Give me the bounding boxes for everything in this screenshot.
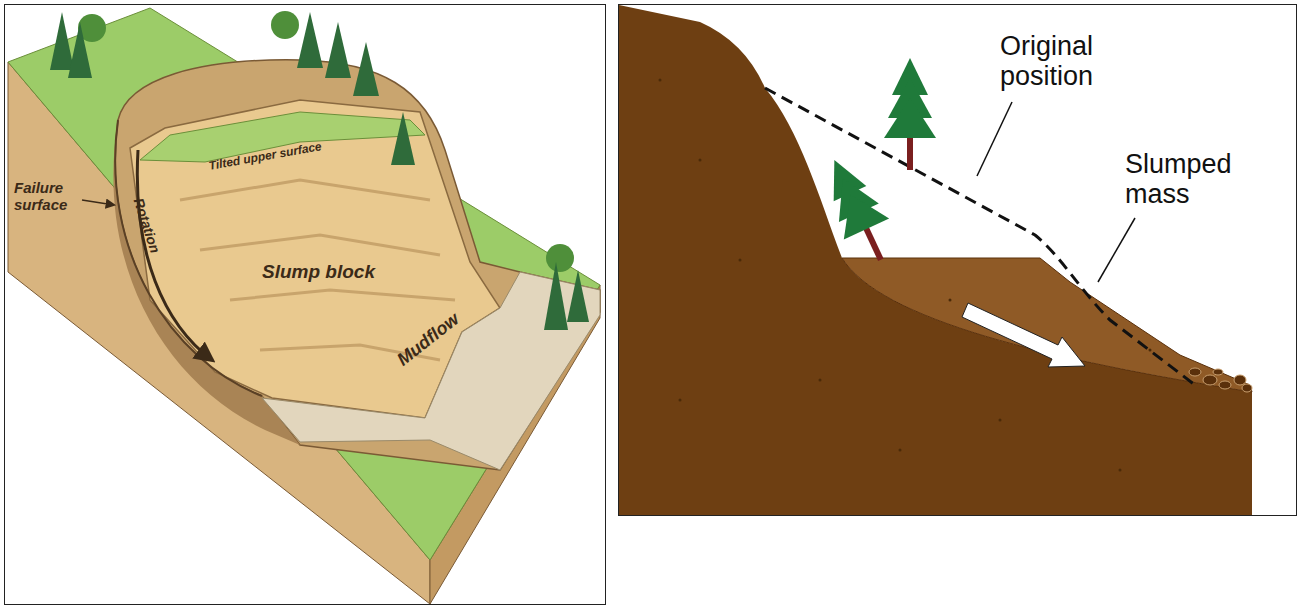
tree: [50, 12, 74, 70]
speckle: [699, 159, 702, 162]
panel-frame: [619, 5, 1297, 516]
speckle: [679, 399, 682, 402]
original-surface-line: [765, 88, 1195, 385]
part-label: Mudflow: [394, 310, 464, 371]
leader-line: [977, 102, 1012, 176]
tree-foliage: [884, 98, 936, 138]
part-label: Slump block: [262, 262, 375, 283]
tree: [68, 22, 92, 78]
slumped-mass: [842, 258, 1252, 392]
tree: [353, 42, 379, 96]
rotation-arrow: [137, 150, 212, 360]
tilted-tree: [812, 150, 904, 271]
leader-line: [82, 200, 114, 205]
speckle: [659, 79, 662, 82]
rocks: [1189, 368, 1252, 392]
rock: [1242, 384, 1252, 392]
part-label: Slumped mass: [1125, 150, 1285, 209]
block-diagram: [5, 5, 606, 605]
speckle: [1149, 349, 1152, 352]
ground-surface: [8, 8, 600, 560]
part-label: Original position: [1000, 32, 1160, 91]
part-label: Failure surface: [14, 180, 84, 213]
tree: [297, 12, 323, 68]
tree: [567, 270, 589, 322]
movement-arrow: [962, 303, 1085, 367]
leader-line: [1098, 218, 1135, 282]
speckle: [999, 419, 1002, 422]
slump-block: [130, 100, 500, 418]
speckle: [949, 299, 952, 302]
rock: [1203, 375, 1217, 385]
slump-cracks: [180, 180, 455, 360]
tree: [546, 244, 574, 272]
upright-tree: [884, 58, 936, 170]
speckle: [1119, 469, 1122, 472]
tree: [271, 11, 299, 39]
tree: [325, 22, 351, 78]
tree: [391, 112, 415, 165]
tree-foliage: [828, 184, 889, 240]
speckle: [899, 449, 902, 452]
slump-scar: [115, 60, 600, 470]
cross-section: [619, 5, 1297, 516]
rock: [1213, 369, 1223, 375]
panel-frame: [5, 5, 606, 605]
part-label: Tilted upper surface: [208, 140, 323, 173]
part-label: Rotation: [130, 196, 162, 255]
tree: [544, 262, 568, 330]
rock: [1219, 381, 1231, 389]
ground: [619, 5, 1252, 515]
rock: [1234, 375, 1246, 385]
speckle: [819, 379, 822, 382]
ground-speckles: [659, 79, 1152, 472]
trees: [50, 11, 589, 330]
rock: [1189, 368, 1201, 376]
speckle: [739, 259, 742, 262]
